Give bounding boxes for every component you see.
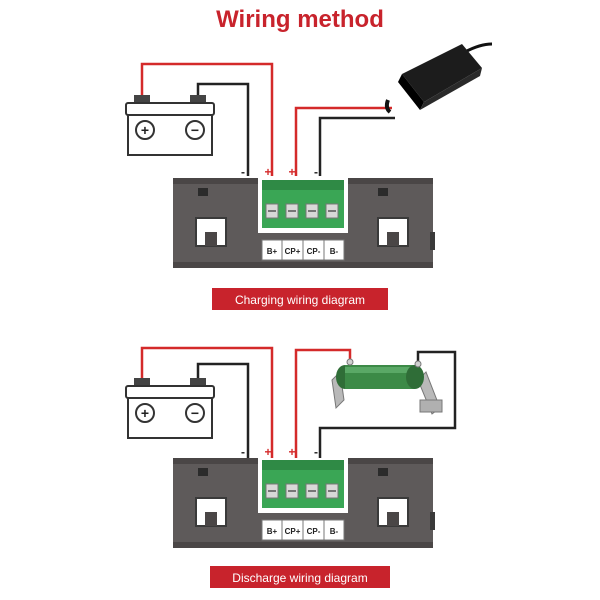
battery-plus-symbol: + xyxy=(141,405,149,421)
terminal-label: B+ xyxy=(267,247,278,256)
polarity-mark: - xyxy=(241,165,245,179)
polarity-mark: - xyxy=(314,445,318,459)
polarity-mark: - xyxy=(314,165,318,179)
polarity-mark: + xyxy=(264,165,271,179)
discharge-caption: Discharge wiring diagram xyxy=(210,566,390,588)
terminal-label-strip: B+ CP+ CP- B- xyxy=(261,519,345,541)
polarity-mark: + xyxy=(264,445,271,459)
charging-wires xyxy=(140,62,395,176)
polarity-mark: + xyxy=(288,445,295,459)
terminal-label-strip: B+ CP+ CP- B- xyxy=(261,239,345,261)
battery-negative-wire xyxy=(196,362,250,458)
terminal-label: CP+ xyxy=(285,247,301,256)
polarity-mark: - xyxy=(241,445,245,459)
discharge-polarity-marks: - + + - xyxy=(241,445,318,459)
battery-positive-wire xyxy=(140,62,274,176)
battery-icon: + − xyxy=(125,378,215,439)
resistor-icon xyxy=(331,358,443,415)
resistor-positive-wire xyxy=(294,348,352,458)
battery-minus-symbol: − xyxy=(191,122,199,138)
adapter-negative-wire xyxy=(318,116,395,176)
terminal-label: B+ xyxy=(267,527,278,536)
power-adapter-icon xyxy=(384,42,493,114)
battery-negative-wire xyxy=(196,82,250,176)
caption-text: Charging wiring diagram xyxy=(235,293,365,307)
adapter-positive-wire xyxy=(294,106,392,176)
battery-plus-symbol: + xyxy=(141,122,149,138)
battery-icon: + − xyxy=(125,95,215,156)
terminal-block xyxy=(262,180,344,228)
caption-text: Discharge wiring diagram xyxy=(232,571,367,585)
discharge-wires xyxy=(140,346,457,458)
charging-polarity-marks: - + + - xyxy=(241,165,318,179)
terminal-label: CP- xyxy=(307,247,321,256)
terminal-block xyxy=(262,460,344,508)
polarity-mark: + xyxy=(288,165,295,179)
resistor-negative-wire xyxy=(318,350,457,458)
diagram-title: Wiring method xyxy=(216,6,384,33)
battery-positive-wire xyxy=(140,346,274,458)
discharge-section: + − - + + - xyxy=(125,346,457,588)
battery-minus-symbol: − xyxy=(191,405,199,421)
terminal-label: CP- xyxy=(307,527,321,536)
terminal-label: B- xyxy=(330,527,339,536)
charging-caption: Charging wiring diagram xyxy=(212,288,388,310)
charging-section: + − - + + - xyxy=(125,42,493,310)
terminal-label: CP+ xyxy=(285,527,301,536)
terminal-label: B- xyxy=(330,247,339,256)
